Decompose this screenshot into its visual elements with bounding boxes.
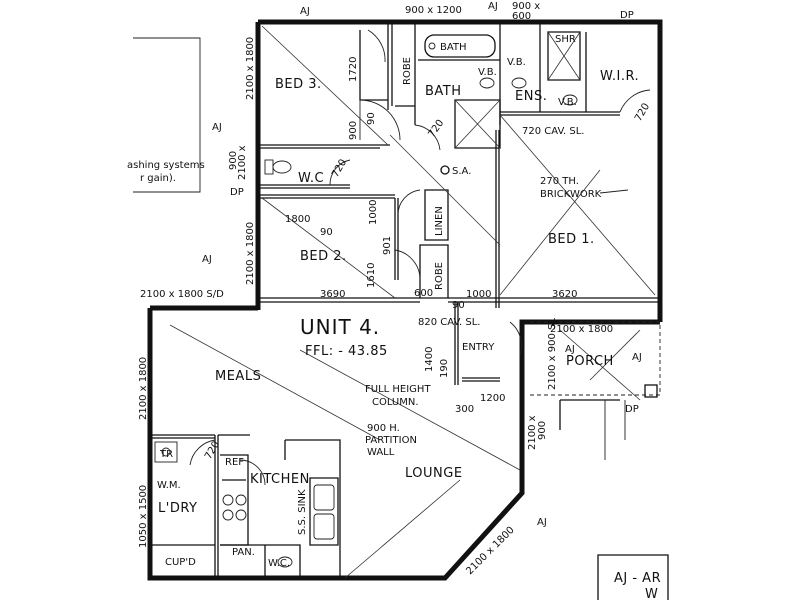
dim-aj-porch-2: AJ	[632, 352, 642, 363]
dim-top-window: 900 x 1200	[405, 5, 462, 16]
dim-dp-porch: DP	[625, 404, 639, 415]
dim-window-left-1: 2100 x 1800	[245, 37, 256, 100]
dim-window-lounge-1: 2100 x	[527, 415, 538, 450]
dim-1000: 1000	[368, 200, 379, 225]
dim-1610: 1610	[366, 263, 377, 288]
dim-3690: 3690	[320, 289, 345, 300]
fixtures	[154, 31, 581, 568]
room-label-pantry: PAN.	[232, 547, 255, 558]
dim-1000-b: 1000	[466, 289, 491, 300]
dim-300: 300	[455, 404, 474, 415]
room-label-wc-2: W.C.	[268, 558, 290, 569]
room-label-robe-1: ROBE	[402, 57, 413, 85]
dim-aj-lounge: AJ	[537, 517, 547, 528]
dim-dp-top: DP	[620, 10, 634, 21]
side-paper: ashing systems r gain).	[127, 37, 205, 193]
dim-3620: 3620	[552, 289, 577, 300]
dim-720-bath: 720	[426, 118, 446, 140]
room-label-trough: TR	[159, 449, 173, 460]
room-label-entry: ENTRY	[462, 342, 495, 353]
dim-window-meals: 2100 x 1800	[138, 357, 149, 420]
room-diagonals	[169, 25, 656, 579]
room-label-bed3: BED 3.	[275, 77, 322, 92]
room-label-ens: ENS.	[515, 89, 547, 104]
dim-dp-left: DP	[230, 187, 244, 198]
dim-window-laundry: 1050 x 1500	[138, 485, 149, 548]
note-partition-2: PARTITION	[365, 435, 417, 446]
dim-1720: 1720	[348, 57, 359, 82]
note-partition-1: 900 H.	[367, 423, 400, 434]
dim-720-wir: 720	[633, 101, 652, 123]
dim-window-lounge-2: 900	[537, 421, 548, 440]
label-smoke-alarm: S.A.	[452, 166, 471, 177]
dim-900: 900	[348, 121, 359, 140]
legend-text-2: W	[645, 587, 658, 600]
internal-walls	[152, 22, 660, 578]
porch-outline	[530, 321, 661, 460]
unit-title: UNIT 4. FFL: - 43.85	[300, 315, 388, 359]
room-label-wir: W.I.R.	[600, 69, 639, 84]
room-label-robe-2: ROBE	[434, 262, 445, 290]
note-brickwork-1: 270 TH.	[540, 176, 579, 187]
dim-190: 190	[439, 359, 450, 378]
unit-ffl: FFL: - 43.85	[305, 344, 388, 359]
room-labels: BED 3. BATH BATH ENS. SHR W.I.R. ROBE LI…	[157, 34, 639, 569]
dim-window-left-4: 2100 x 1800	[245, 222, 256, 285]
dim-90-b: 90	[320, 227, 333, 238]
room-label-ref: REF	[225, 457, 244, 468]
room-label-lounge: LOUNGE	[405, 466, 463, 481]
dim-aj-top: AJ	[300, 6, 310, 17]
smoke-alarm-icon	[440, 165, 450, 175]
dim-top-window-3: 600	[512, 11, 531, 22]
label-vanity-1: V.B.	[478, 67, 497, 78]
dim-aj-mid: AJ	[202, 254, 212, 265]
unit-name: UNIT 4.	[300, 315, 380, 339]
note-partition-3: WALL	[367, 447, 395, 458]
dim-top-window-2: 900 x	[512, 1, 540, 12]
dim-window-left-3: 900	[228, 151, 239, 170]
room-label-shr: SHR	[555, 34, 576, 45]
room-label-bath: BATH	[425, 84, 462, 99]
door-swings	[189, 29, 651, 486]
room-label-bath-small: BATH	[440, 42, 467, 53]
legend-text: AJ - AR	[614, 571, 661, 586]
side-note-2: r gain).	[140, 173, 176, 184]
dim-window-left-2: 2100 x	[237, 145, 248, 180]
room-label-wm: W.M.	[157, 480, 181, 491]
note-brickwork-2: BRICKWORK	[540, 189, 602, 200]
room-label-cupboard: CUP'D	[165, 557, 196, 568]
note-column-1: FULL HEIGHT	[365, 384, 431, 395]
room-label-laundry: L'DRY	[158, 501, 197, 516]
dim-window-entry: 2100 x 900 SL	[547, 318, 558, 390]
room-label-meals: MEALS	[215, 369, 261, 384]
dim-90: 90	[366, 112, 377, 125]
room-label-sink: S.S. SINK	[297, 489, 308, 535]
note-column-2: COLUMN.	[372, 397, 419, 408]
note-cav-1: 720 CAV. SL.	[522, 126, 584, 137]
dim-901: 901	[382, 236, 393, 255]
dim-1400: 1400	[424, 347, 435, 372]
room-label-linen: LINEN	[434, 206, 445, 236]
dim-window-bed2: 2100 x 1800 S/D	[140, 289, 224, 300]
room-label-kitchen: KITCHEN	[250, 472, 310, 487]
label-vanity-2: V.B.	[507, 57, 526, 68]
dim-600: 600	[414, 288, 433, 299]
note-cav-2: 820 CAV. SL.	[418, 317, 480, 328]
annotations: 270 TH. BRICKWORK FULL HEIGHT COLUMN. 90…	[365, 126, 629, 458]
dim-aj-porch: AJ	[565, 344, 575, 355]
room-label-wc: W.C	[298, 171, 324, 186]
dim-aj-top-2: AJ	[488, 1, 498, 12]
dim-aj-left: AJ	[212, 122, 222, 133]
label-vanity-3: V.B.	[558, 97, 577, 108]
legend-box: AJ - AR W	[597, 554, 669, 600]
dim-1200: 1200	[480, 393, 505, 404]
room-label-bed2: BED 2.	[300, 249, 347, 264]
dim-1800: 1800	[285, 214, 310, 225]
room-label-porch: PORCH	[566, 354, 614, 369]
side-note-1: ashing systems	[127, 160, 205, 171]
room-label-bed1: BED 1.	[548, 232, 595, 247]
dim-window-porch: 2100 x 1800	[550, 324, 613, 335]
dim-90-c: 90	[452, 300, 465, 311]
